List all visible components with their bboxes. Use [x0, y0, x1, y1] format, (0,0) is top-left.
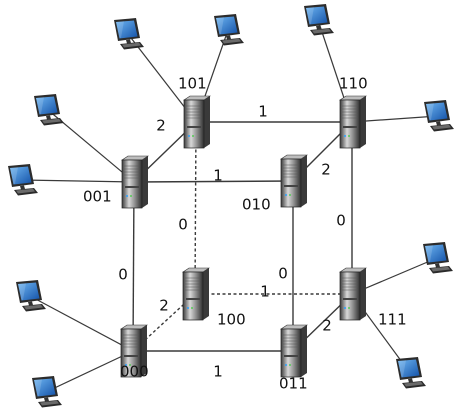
link-101-100: [194, 121, 197, 295]
workstation-icon: [114, 18, 144, 50]
link-weight-110-010: 2: [321, 161, 331, 179]
node-label-100: 100: [217, 311, 246, 329]
workstations-layer: [8, 4, 454, 408]
workstation-icon: [32, 376, 62, 408]
servers-layer: [120, 95, 367, 378]
link-001-010: [133, 180, 294, 183]
workstation-links-layer: [21, 19, 439, 393]
workstation-icon: [424, 100, 454, 132]
workstation-link: [351, 115, 439, 123]
server-110: [339, 95, 367, 149]
link-weight-000-100: 2: [159, 297, 169, 315]
workstation-icon: [423, 242, 453, 274]
link-weight-100-111: 1: [260, 283, 270, 301]
link-weight-101-100: 0: [178, 216, 188, 234]
node-label-111: 111: [378, 311, 407, 329]
link-001-000: [132, 181, 135, 352]
link-weight-011-111: 2: [322, 317, 332, 335]
server-001: [121, 155, 149, 209]
workstation-icon: [8, 164, 38, 196]
workstation-link: [21, 179, 135, 183]
node-label-001: 001: [83, 188, 112, 206]
link-weight-101-110: 1: [258, 103, 268, 121]
server-011: [280, 324, 308, 378]
server-111: [339, 267, 367, 321]
workstation-icon: [34, 94, 64, 126]
link-weight-101-001: 2: [156, 117, 166, 135]
link-weight-001-000: 0: [118, 266, 128, 284]
link-weight-110-111: 0: [336, 212, 346, 230]
workstation-icon: [16, 280, 46, 312]
link-weight-010-011: 0: [278, 265, 288, 283]
link-weight-001-010: 1: [213, 167, 223, 185]
workstation-link: [45, 350, 134, 393]
workstation-icon: [396, 357, 426, 389]
workstation-icon: [304, 4, 334, 36]
server-101: [183, 95, 211, 149]
node-label-011: 011: [279, 375, 308, 393]
server-000: [120, 324, 148, 378]
node-label-010: 010: [242, 196, 271, 214]
workstation-link: [351, 257, 438, 295]
node-label-110: 110: [339, 75, 368, 93]
server-100: [182, 267, 210, 321]
link-weight-000-011: 1: [213, 363, 223, 381]
workstation-link: [29, 295, 134, 352]
workstation-icon: [214, 14, 244, 46]
server-010: [280, 154, 308, 208]
node-label-101: 101: [178, 75, 207, 93]
node-label-000: 000: [120, 363, 149, 381]
